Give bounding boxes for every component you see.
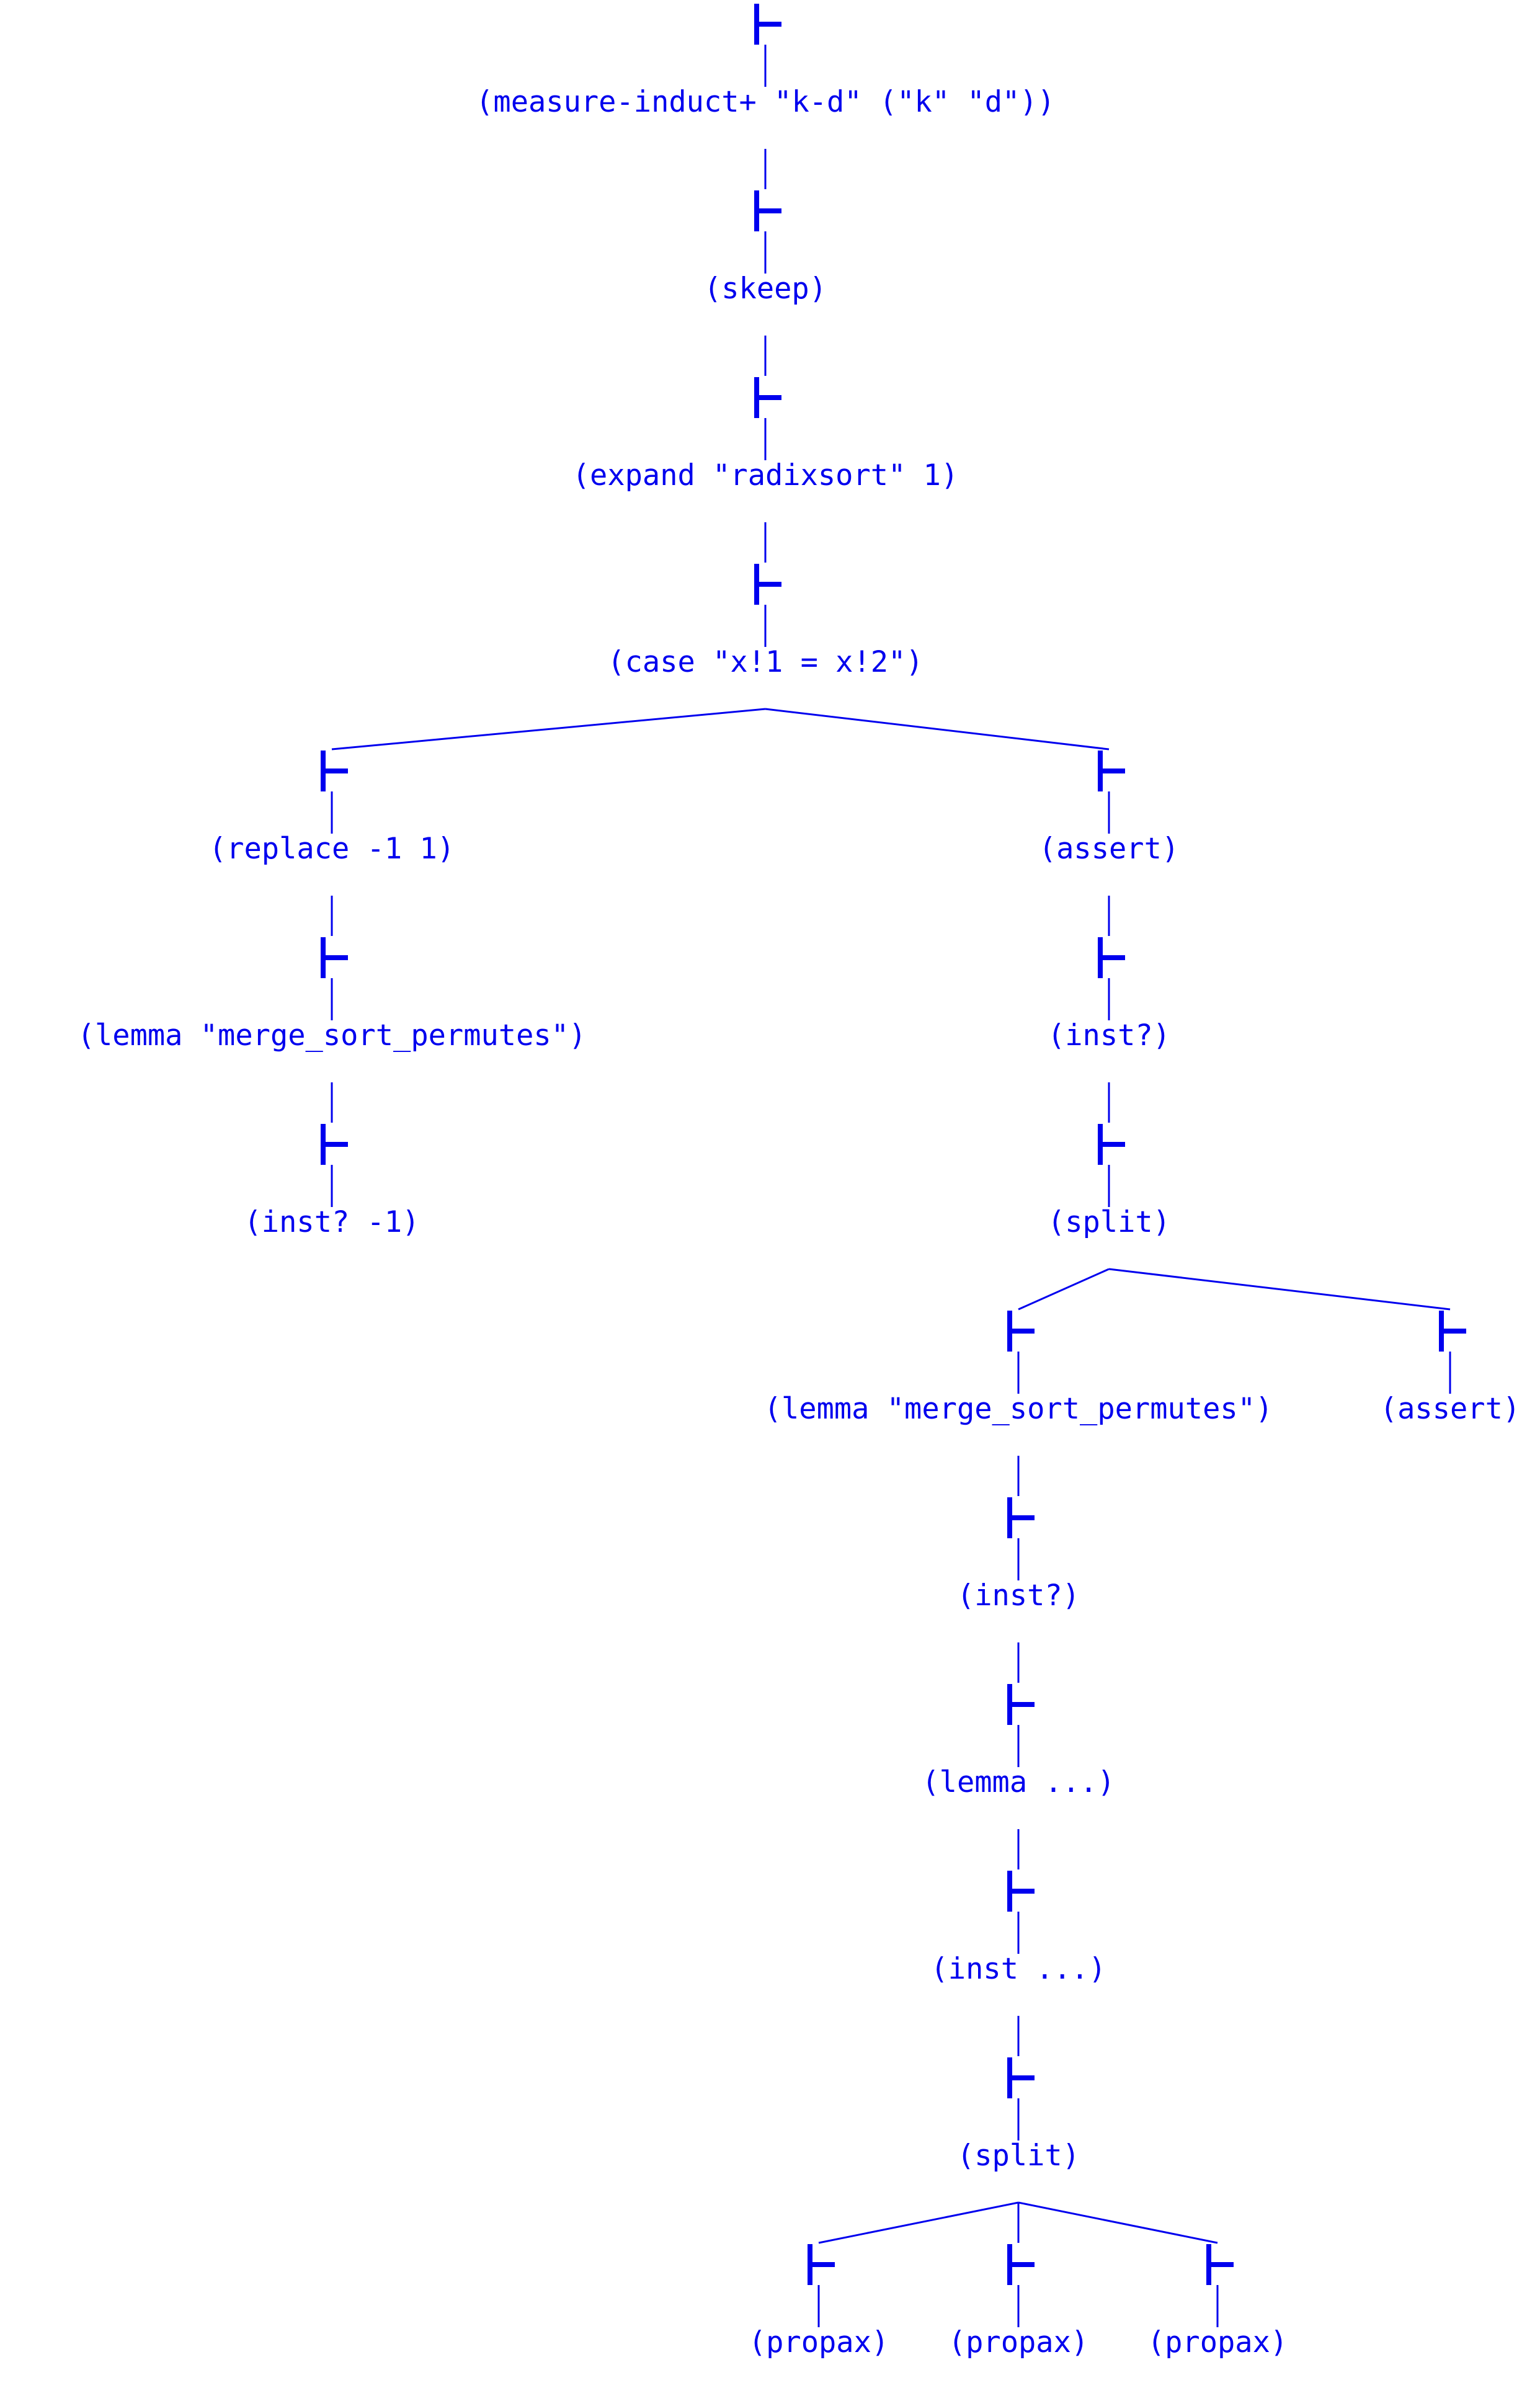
turnstile-icon — [754, 190, 781, 231]
turnstile-icon — [754, 377, 781, 418]
turnstile-icon — [1007, 1497, 1035, 1538]
turnstile-icon — [1098, 1124, 1125, 1165]
proof-step-label: (inst?) — [957, 1579, 1080, 1613]
proof-step-label: (inst? -1) — [244, 1205, 420, 1239]
proof-step-label: (lemma "merge_sort_permutes") — [78, 1018, 587, 1053]
proof-step-label: (case "x!1 = x!2") — [607, 645, 923, 679]
tree-edge — [1018, 2201, 1218, 2244]
proof-step-label: (inst?) — [1048, 1018, 1170, 1053]
proof-step-label: (lemma ...) — [922, 1765, 1115, 1799]
turnstile-icon — [1007, 2244, 1035, 2285]
turnstile-icon — [1439, 1311, 1466, 1352]
proof-step-label: (inst ...) — [931, 1952, 1106, 1986]
proof-step-label: (propax) — [948, 2325, 1088, 2359]
proof-step-label: (lemma "merge_sort_permutes") — [764, 1392, 1273, 1426]
turnstile-icon — [1098, 937, 1125, 978]
turnstile-icon — [754, 564, 781, 605]
turnstile-icon — [1007, 1311, 1035, 1352]
proof-step-label: (split) — [1048, 1205, 1170, 1239]
tree-edge — [331, 708, 766, 751]
turnstile-icon — [754, 4, 781, 45]
tree-nodes: (measure-induct+ "k-d" ("k" "d")) (skeep)… — [78, 4, 1520, 2359]
turnstile-icon — [1206, 2244, 1234, 2285]
proof-step-label: (expand "radixsort" 1) — [572, 458, 959, 492]
tree-edges — [331, 45, 1451, 2327]
proof-step-label: (replace -1 1) — [209, 832, 455, 866]
turnstile-icon — [808, 2244, 835, 2285]
proof-step-label: (propax) — [749, 2325, 889, 2359]
proof-step-label: (assert) — [1039, 832, 1179, 866]
turnstile-icon — [1007, 1684, 1035, 1725]
turnstile-icon — [321, 751, 348, 791]
tree-edge — [818, 2201, 1019, 2244]
turnstile-icon — [1098, 751, 1125, 791]
tree-edge — [1108, 1268, 1451, 1311]
proof-step-label: (split) — [957, 2139, 1080, 2173]
proof-step-label: (measure-induct+ "k-d" ("k" "d")) — [476, 85, 1055, 119]
proof-step-label: (propax) — [1147, 2325, 1288, 2359]
proof-step-label: (skeep) — [704, 272, 827, 306]
turnstile-icon — [1007, 1871, 1035, 1912]
proof-step-label: (assert) — [1380, 1392, 1520, 1426]
turnstile-icon — [321, 1124, 348, 1165]
tree-edge — [1018, 1268, 1110, 1311]
tree-edge — [765, 708, 1110, 751]
turnstile-icon — [1007, 2057, 1035, 2098]
turnstile-icon — [321, 937, 348, 978]
